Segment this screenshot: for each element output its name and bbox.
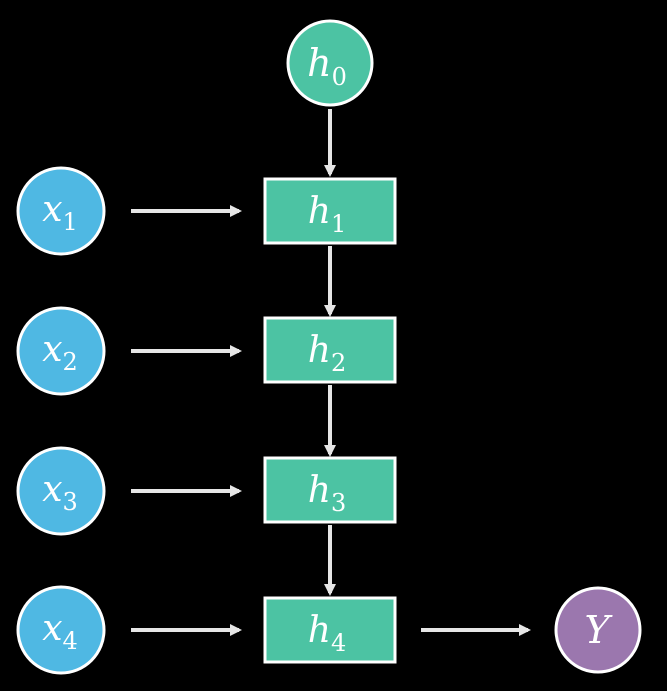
output-circle bbox=[554, 586, 642, 674]
input-label: x2 bbox=[42, 329, 78, 376]
output-node: Y bbox=[554, 586, 642, 674]
initial-state-label: h0 bbox=[307, 41, 347, 91]
input-circle bbox=[16, 446, 106, 536]
hidden-state-node: h1 bbox=[263, 177, 397, 245]
hidden-state-node: h4 bbox=[263, 596, 397, 664]
hidden-state-box bbox=[263, 456, 397, 524]
input-node: x3 bbox=[16, 446, 106, 536]
input-circle bbox=[16, 166, 106, 256]
hidden-state-label: h4 bbox=[308, 610, 346, 657]
hidden-state-node: h3 bbox=[263, 456, 397, 524]
input-label: x3 bbox=[42, 469, 78, 516]
hidden-state-label: h1 bbox=[308, 191, 346, 238]
output-label: Y bbox=[584, 608, 613, 652]
arrows bbox=[131, 109, 531, 636]
hidden-state-box bbox=[263, 177, 397, 245]
hidden-state-label: h2 bbox=[308, 330, 346, 377]
input-node: x2 bbox=[16, 306, 106, 396]
hidden-state-box bbox=[263, 596, 397, 664]
input-circle bbox=[16, 306, 106, 396]
input-label: x1 bbox=[42, 189, 78, 236]
input-label: x4 bbox=[42, 608, 78, 655]
input-node: x4 bbox=[16, 585, 106, 675]
hidden-state-label: h3 bbox=[308, 470, 346, 517]
hidden-state-node: h2 bbox=[263, 316, 397, 384]
input-node: x1 bbox=[16, 166, 106, 256]
initial-state-node: h0 bbox=[286, 19, 374, 107]
hidden-state-box bbox=[263, 316, 397, 384]
input-circle bbox=[16, 585, 106, 675]
initial-state-circle bbox=[286, 19, 374, 107]
